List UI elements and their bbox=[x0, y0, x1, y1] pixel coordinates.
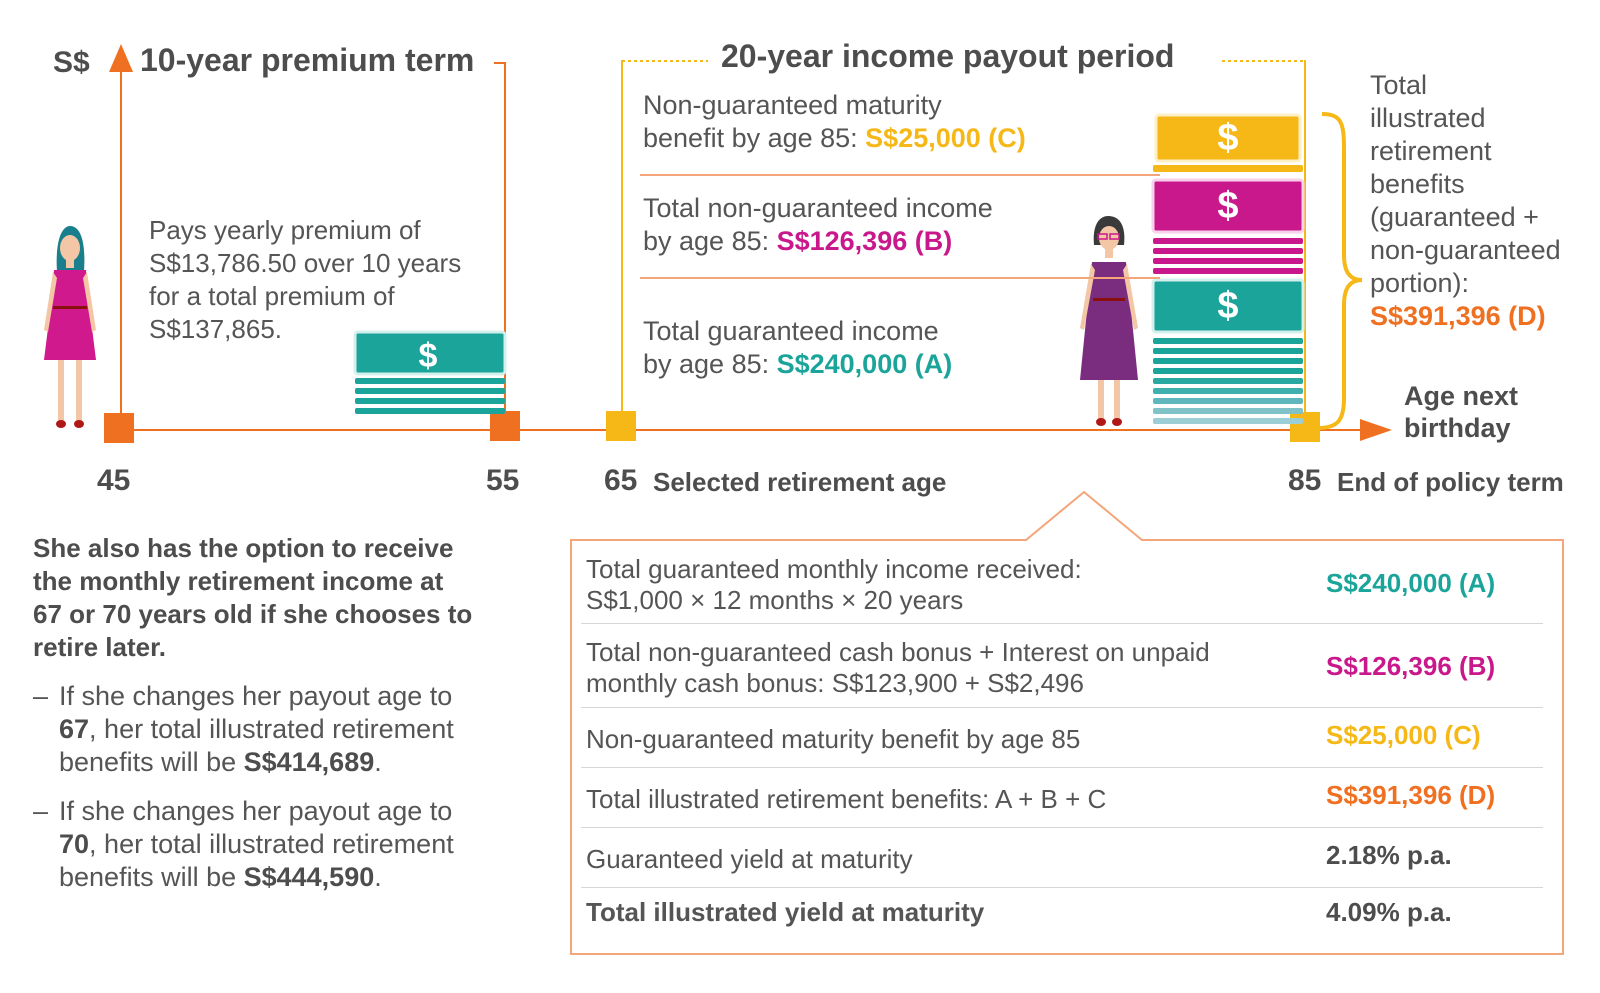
divider-c bbox=[640, 174, 1160, 176]
table-row: Total illustrated yield at maturity 4.09… bbox=[586, 897, 1452, 927]
option-70-value: S$444,590 bbox=[243, 862, 375, 892]
age-45-label: 45 bbox=[97, 464, 131, 497]
woman-young-icon bbox=[44, 226, 96, 428]
table-row: Total non-guaranteed cash bonus + Intere… bbox=[586, 637, 1496, 698]
svg-text:$: $ bbox=[1217, 185, 1238, 227]
guaranteed-money-stack-icon: $ bbox=[1151, 278, 1305, 424]
option-67-bullet: – If she changes her payout age to 67, h… bbox=[33, 681, 454, 777]
table-row: Guaranteed yield at maturity 2.18% p.a. bbox=[586, 840, 1452, 874]
table-frame bbox=[570, 490, 1564, 955]
woman-older-icon bbox=[1080, 216, 1138, 426]
table-row: Non-guaranteed maturity benefit by age 8… bbox=[586, 720, 1481, 754]
premium-description: Pays yearly premium of S$13,786.50 over … bbox=[149, 215, 462, 344]
table-row: Total guaranteed monthly income received… bbox=[586, 554, 1496, 615]
table-value-guaranteed-yield: 2.18% p.a. bbox=[1326, 840, 1452, 870]
maturity-money-stack-icon: $ bbox=[1153, 113, 1303, 172]
age-85-label: 85 bbox=[1288, 464, 1322, 497]
table-value-d: S$391,396 (D) bbox=[1326, 780, 1496, 810]
divider-b bbox=[640, 277, 1160, 279]
option-intro: She also has the option to receive the m… bbox=[33, 533, 473, 662]
non-guaranteed-money-stack-icon: $ bbox=[1151, 178, 1305, 274]
option-70-bullet: – If she changes her payout age to 70, h… bbox=[33, 796, 454, 892]
x-axis-arrow-icon bbox=[1360, 419, 1392, 441]
age-65-label: 65 bbox=[604, 464, 638, 497]
age-85-marker bbox=[1290, 412, 1320, 442]
total-benefits-text: Total illustrated retirement benefits (g… bbox=[1370, 70, 1561, 331]
maturity-benefit-text: Non-guaranteed maturity benefit by age 8… bbox=[643, 90, 1026, 153]
age-55-marker bbox=[490, 411, 520, 441]
policy-end-label: End of policy term bbox=[1337, 467, 1564, 497]
svg-text:$: $ bbox=[1217, 285, 1238, 327]
guaranteed-income-value: S$240,000 (A) bbox=[776, 349, 953, 379]
table-value-total-yield: 4.09% p.a. bbox=[1326, 897, 1452, 927]
option-67-value: S$414,689 bbox=[243, 747, 375, 777]
money-stack-icon: $ bbox=[353, 330, 507, 414]
retirement-age-label: Selected retirement age bbox=[653, 467, 947, 497]
x-axis-label: Age next birthday bbox=[1404, 381, 1519, 443]
premium-term-heading: 10-year premium term bbox=[140, 42, 475, 78]
non-guaranteed-income-value: S$126,396 (B) bbox=[776, 226, 953, 256]
y-axis-label: S$ bbox=[53, 46, 90, 79]
non-guaranteed-income-text: Total non-guaranteed income by age 85: S… bbox=[643, 193, 993, 256]
table-value-b: S$126,396 (B) bbox=[1326, 651, 1496, 681]
age-45-marker bbox=[104, 413, 134, 443]
benefits-summary-table: Total guaranteed monthly income received… bbox=[571, 540, 1563, 954]
table-value-c: S$25,000 (C) bbox=[1326, 720, 1481, 750]
table-row: Total illustrated retirement benefits: A… bbox=[586, 780, 1496, 814]
guaranteed-income-text: Total guaranteed income by age 85: S$240… bbox=[643, 316, 953, 379]
age-55-label: 55 bbox=[486, 464, 520, 497]
dollar-icon: $ bbox=[419, 337, 438, 375]
age-65-marker bbox=[606, 411, 636, 441]
table-value-a: S$240,000 (A) bbox=[1326, 568, 1496, 598]
total-bracket-icon bbox=[1317, 112, 1363, 430]
svg-text:$: $ bbox=[1217, 117, 1238, 159]
total-benefits-value: S$391,396 (D) bbox=[1370, 301, 1546, 331]
maturity-benefit-value: S$25,000 (C) bbox=[865, 123, 1026, 153]
payout-period-heading: 20-year income payout period bbox=[721, 38, 1175, 74]
y-axis-arrow-icon bbox=[109, 44, 133, 72]
